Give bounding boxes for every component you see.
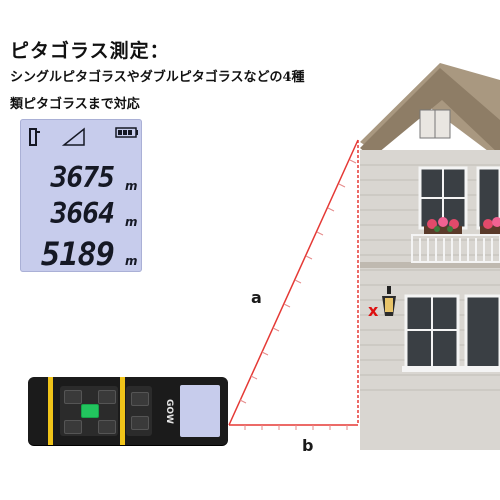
device-accent-stripe [120, 377, 125, 445]
lcd-display: 3675 m 3664 m 5189 m [20, 119, 142, 273]
flower-box-right [480, 217, 500, 236]
device-accent-stripe [48, 377, 53, 445]
flower-box-left [424, 217, 462, 236]
laser-position-icon [29, 128, 40, 146]
device-keypad-right [126, 386, 152, 436]
lcd-unit-1: m [125, 179, 138, 193]
device-key [98, 390, 116, 404]
device-key [131, 392, 149, 406]
description-line-2: 類ピタゴラスまで対応 [10, 97, 140, 112]
label-x: x [368, 301, 379, 320]
device-brand: GOW [164, 398, 174, 424]
roof-edge [360, 68, 500, 158]
laser-ticks-b [244, 425, 348, 430]
laser-ticks-a [239, 159, 357, 404]
laser-lines [228, 139, 359, 426]
device-key [131, 416, 149, 430]
laser-line-a [228, 139, 359, 426]
label-b: b [302, 436, 314, 455]
roof-shape [360, 63, 500, 160]
lcd-status-icons [29, 127, 138, 146]
description-line-1: シングルピタゴラスやダブルピタゴラスなどの4種 [10, 70, 305, 85]
lcd-reading-1: 3675 [50, 161, 115, 194]
lcd-reading-2: 3664 [50, 197, 115, 230]
battery-icon [115, 127, 138, 138]
device-key [98, 420, 116, 434]
device-level-bubble [81, 404, 99, 418]
label-a: a [251, 288, 262, 307]
lcd-unit-3: m [125, 254, 138, 268]
lcd-unit-2: m [125, 215, 138, 229]
device-key [64, 420, 82, 434]
balcony-railing [411, 234, 500, 263]
triangle-mode-icon [61, 127, 85, 146]
laser-measure-device: GOW [28, 377, 228, 445]
device-key [64, 390, 82, 404]
title-heading: ピタゴラス測定： [10, 40, 170, 62]
device-keypad [60, 386, 118, 436]
wall-lamp-icon [382, 286, 396, 316]
lower-window-right [464, 294, 500, 370]
lcd-reading-3: 5189 [40, 235, 115, 273]
device-screen [180, 385, 220, 437]
